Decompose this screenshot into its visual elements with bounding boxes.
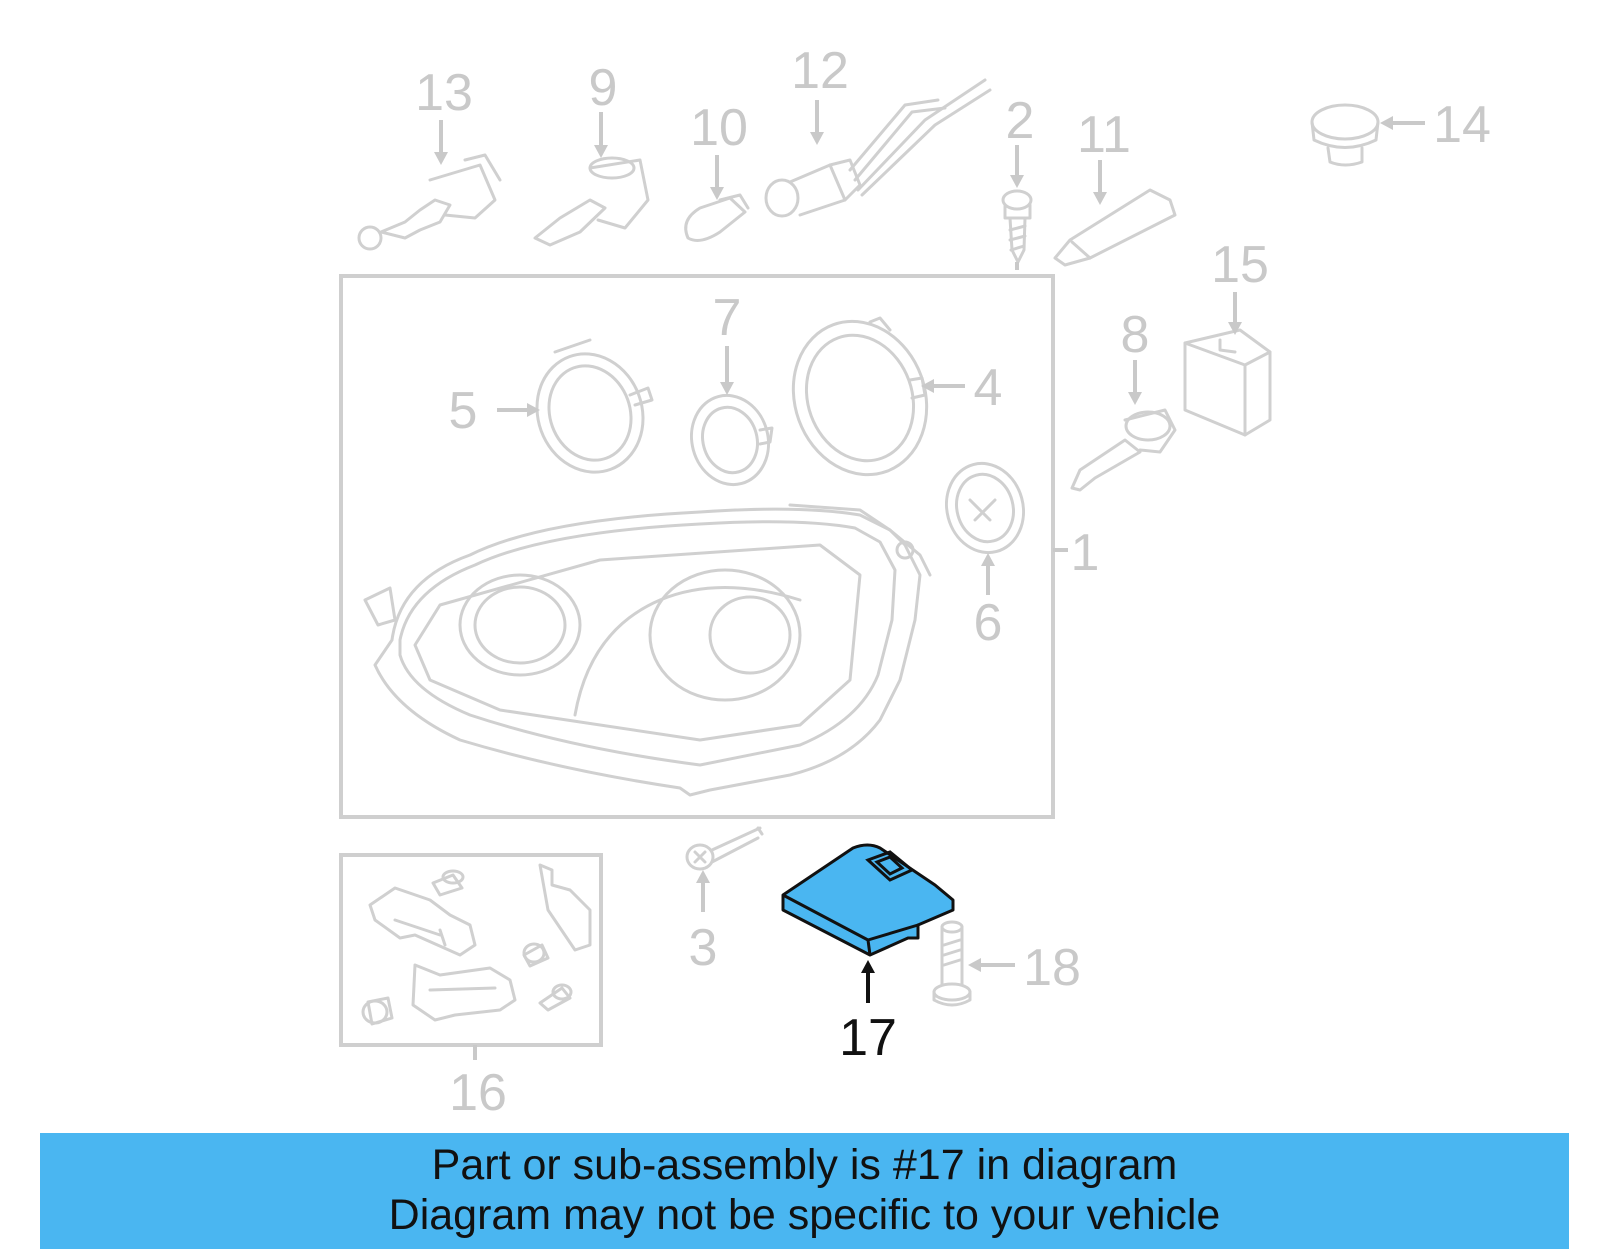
part-9-bulb: [533, 156, 650, 247]
callout-15: 15: [1211, 236, 1269, 294]
part-10-bulb: [684, 193, 750, 242]
headlight-assembly-frame: [339, 274, 1055, 819]
part-6-holder: [944, 461, 1026, 555]
part-18-bolt: [932, 920, 972, 1007]
part-7-ring: [689, 393, 774, 487]
info-banner: Part or sub-assembly is #17 in diagram D…: [40, 1133, 1569, 1249]
callout-18: 18: [1023, 939, 1081, 997]
callout-11: 11: [1077, 106, 1131, 164]
callout-5: 5: [449, 382, 478, 440]
callout-14: 14: [1433, 96, 1491, 154]
callout-13: 13: [415, 64, 473, 122]
headlight-housing: [363, 503, 932, 797]
callout-3: 3: [689, 919, 718, 977]
part-12-socket: [764, 78, 992, 218]
callout-10: 10: [690, 99, 748, 157]
callout-4: 4: [974, 359, 1003, 417]
banner-line-1: Part or sub-assembly is #17 in diagram: [431, 1141, 1178, 1189]
callout-9: 9: [589, 59, 618, 117]
part-4-ring: [791, 316, 929, 477]
callout-17[interactable]: 17: [839, 1009, 897, 1067]
callout-2: 2: [1006, 92, 1035, 150]
part-2-screw: [1001, 189, 1033, 264]
part-11-bulb: [1053, 188, 1177, 267]
banner-line-2: Diagram may not be specific to your vehi…: [388, 1191, 1221, 1239]
part-13-bulb: [357, 153, 502, 251]
callout-7: 7: [713, 289, 742, 347]
callout-6: 6: [974, 594, 1003, 652]
part-16-bracket-kit-frame: [339, 853, 603, 1047]
part-8-bulb: [1070, 408, 1177, 492]
part-5-ring: [535, 338, 654, 474]
callout-1: 1: [1071, 524, 1100, 582]
part-14-cap: [1310, 103, 1380, 167]
callout-12: 12: [791, 42, 849, 100]
part-16-brackets: [361, 863, 592, 1026]
part-3-screw: [685, 826, 764, 871]
callout-16: 16: [449, 1064, 507, 1122]
part-17-control-module[interactable]: [781, 843, 955, 957]
part-15-box: [1183, 328, 1272, 437]
callout-8: 8: [1121, 306, 1150, 364]
